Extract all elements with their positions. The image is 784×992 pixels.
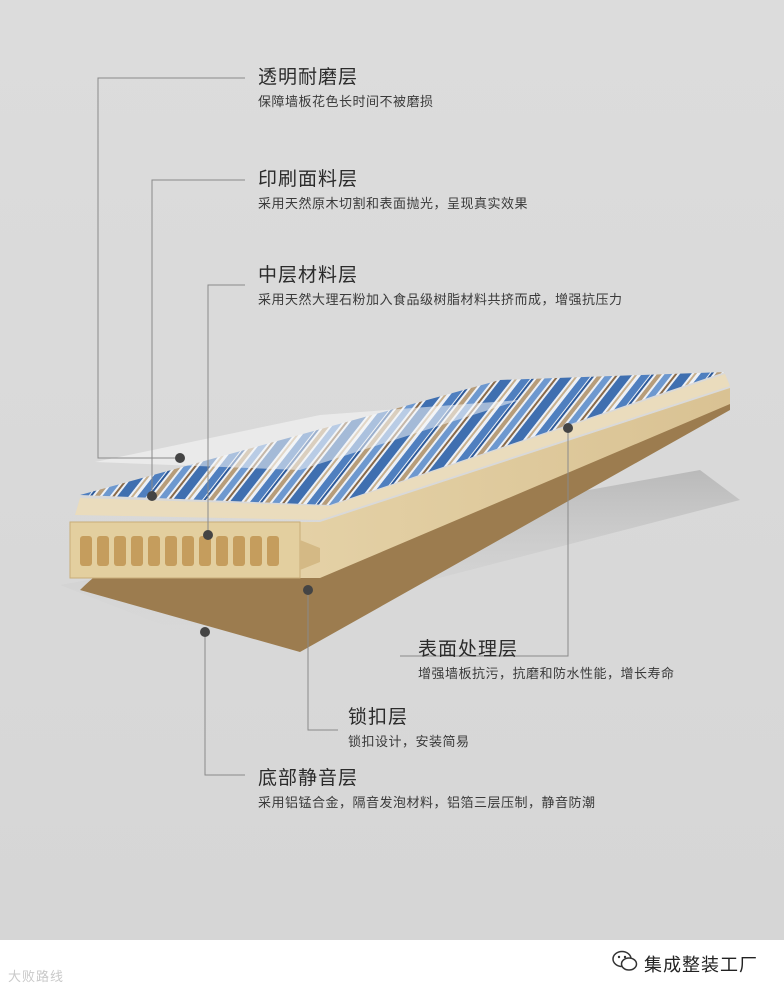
layer-title: 透明耐磨层 [258,66,434,88]
layer-desc: 采用天然原木切割和表面抛光，呈现真实效果 [258,197,528,213]
diagram-canvas: 透明耐磨层 保障墙板花色长时间不被磨损 印刷面料层 采用天然原木切割和表面抛光，… [0,0,784,940]
layer-title: 底部静音层 [258,767,596,789]
layer-desc: 锁扣设计，安装简易 [348,735,470,751]
label-print-layer: 印刷面料层 采用天然原木切割和表面抛光，呈现真实效果 [258,168,528,213]
label-wear-layer: 透明耐磨层 保障墙板花色长时间不被磨损 [258,66,434,111]
layer-title: 中层材料层 [258,264,623,286]
layer-title: 印刷面料层 [258,168,528,190]
wechat-icon [612,949,638,973]
brand-name: 集成整装工厂 [644,951,758,977]
label-middle-layer: 中层材料层 采用天然大理石粉加入食品级树脂材料共挤而成，增强抗压力 [258,264,623,309]
layer-desc: 采用天然大理石粉加入食品级树脂材料共挤而成，增强抗压力 [258,293,623,309]
layer-title: 锁扣层 [348,706,470,728]
layer-desc: 保障墙板花色长时间不被磨损 [258,95,434,111]
watermark: 大败路线 [8,966,64,985]
layer-desc: 增强墙板抗污，抗磨和防水性能，增长寿命 [418,667,675,683]
label-surface-layer: 表面处理层 增强墙板抗污，抗磨和防水性能，增长寿命 [418,638,675,683]
label-bottom-layer: 底部静音层 采用铝锰合金，隔音发泡材料，铝箔三层压制，静音防潮 [258,767,596,812]
layer-title: 表面处理层 [418,638,675,660]
layer-desc: 采用铝锰合金，隔音发泡材料，铝箔三层压制，静音防潮 [258,796,596,812]
label-lock-layer: 锁扣层 锁扣设计，安装简易 [348,706,470,751]
